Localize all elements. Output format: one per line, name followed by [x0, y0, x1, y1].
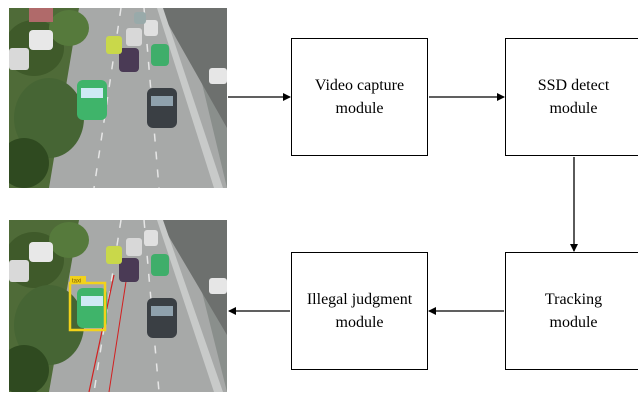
illegal-judgment-label-line2: module: [335, 314, 384, 331]
detection-label: taxi: [72, 279, 81, 285]
detection-box: [68, 281, 107, 332]
illegal-judgment-module: Illegal judgment module: [291, 252, 428, 370]
ssd-detect-module: SSD detect module: [505, 38, 638, 156]
traffic-input-image: [9, 8, 227, 188]
road-scene-top: [9, 8, 227, 188]
video-capture-label-line1: Video capture: [314, 77, 405, 94]
annotated-output-image: taxi: [9, 220, 227, 392]
tracking-label-line2: module: [549, 314, 598, 331]
detection-label-tag: [70, 276, 86, 284]
ssd-detect-label-line2: module: [549, 100, 598, 117]
video-capture-label-line2: module: [335, 100, 384, 117]
road-scene-bottom: taxi: [9, 220, 227, 392]
ssd-detect-label-line1: SSD detect: [537, 77, 610, 94]
video-capture-module: Video capture module: [291, 38, 428, 156]
illegal-judgment-label-line1: Illegal judgment: [306, 291, 413, 308]
lane-line-left: [88, 274, 115, 392]
tracking-module: Tracking module: [505, 252, 638, 370]
lane-line-right: [108, 274, 128, 392]
tracking-label-line1: Tracking: [544, 291, 603, 308]
